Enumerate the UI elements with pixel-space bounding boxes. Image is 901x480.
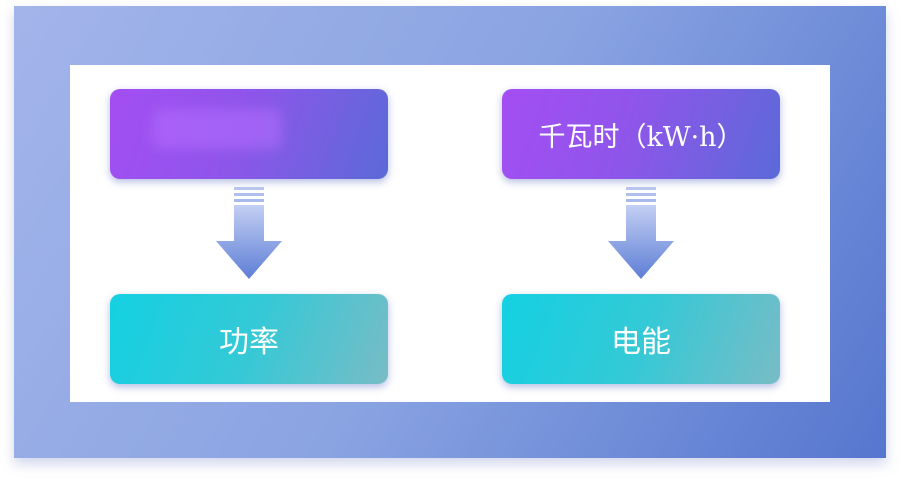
right-top-label: 千瓦时（kW·h） xyxy=(538,121,744,153)
left-top-box xyxy=(110,89,388,179)
diagram-canvas: 功率 千瓦时（kW·h） 电能 xyxy=(70,65,830,402)
outer-frame: 功率 千瓦时（kW·h） 电能 xyxy=(14,6,886,458)
down-arrow-icon xyxy=(216,187,282,279)
left-bottom-box: 功率 xyxy=(110,294,388,384)
right-top-box: 千瓦时（kW·h） xyxy=(502,89,780,179)
down-arrow-icon xyxy=(608,187,674,279)
right-bottom-box: 电能 xyxy=(502,294,780,384)
blurred-label xyxy=(152,109,282,149)
left-bottom-label: 功率 xyxy=(219,325,279,360)
right-bottom-label: 电能 xyxy=(611,325,671,360)
